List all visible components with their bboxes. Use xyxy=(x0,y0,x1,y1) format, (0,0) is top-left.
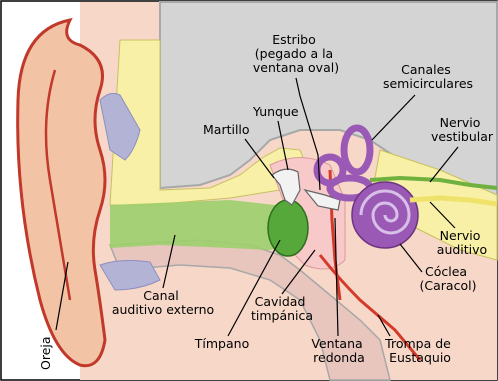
label-cavidad: Cavidad timpánica xyxy=(251,294,313,323)
label-nervio-auditivo-1: Nervio xyxy=(440,228,481,243)
cochlea xyxy=(352,182,418,248)
label-estribo-2: (pegado a la xyxy=(255,46,333,61)
ear-canal xyxy=(110,200,292,250)
label-estribo-3: ventana oval) xyxy=(253,60,339,75)
label-trompa-1: Trompa de xyxy=(384,336,451,351)
label-canales-1: Canales xyxy=(401,62,451,77)
label-cavidad-1: Cavidad xyxy=(255,294,306,309)
label-ventana-redonda: Ventana redonda xyxy=(311,336,366,365)
label-timpano: Tímpano xyxy=(194,336,249,351)
label-ventana-redonda-1: Ventana xyxy=(311,336,362,351)
label-canal-auditivo-2: auditivo externo xyxy=(112,302,214,317)
label-coclea-2: (Caracol) xyxy=(420,278,477,293)
label-nervio-vestibular-2: vestibular xyxy=(431,129,494,144)
label-nervio-vestibular-1: Nervio xyxy=(440,115,481,130)
label-coclea-1: Cóclea xyxy=(425,264,467,279)
label-trompa: Trompa de Eustaquio xyxy=(384,336,455,365)
label-nervio-auditivo-2: auditivo xyxy=(437,242,487,257)
label-martillo: Martillo xyxy=(203,122,250,137)
label-trompa-2: Eustaquio xyxy=(389,350,451,365)
label-cavidad-2: timpánica xyxy=(251,308,313,323)
label-estribo-1: Estribo xyxy=(272,32,316,47)
label-ventana-redonda-2: redonda xyxy=(313,350,365,365)
label-oreja: Oreja xyxy=(38,336,53,370)
label-canales-2: semicirculares xyxy=(383,76,473,91)
eardrum xyxy=(268,200,308,256)
label-coclea: Cóclea (Caracol) xyxy=(420,264,477,293)
label-canal-auditivo-1: Canal xyxy=(143,288,178,303)
label-nervio-auditivo: Nervio auditivo xyxy=(437,228,487,257)
label-yunque: Yunque xyxy=(252,104,299,119)
